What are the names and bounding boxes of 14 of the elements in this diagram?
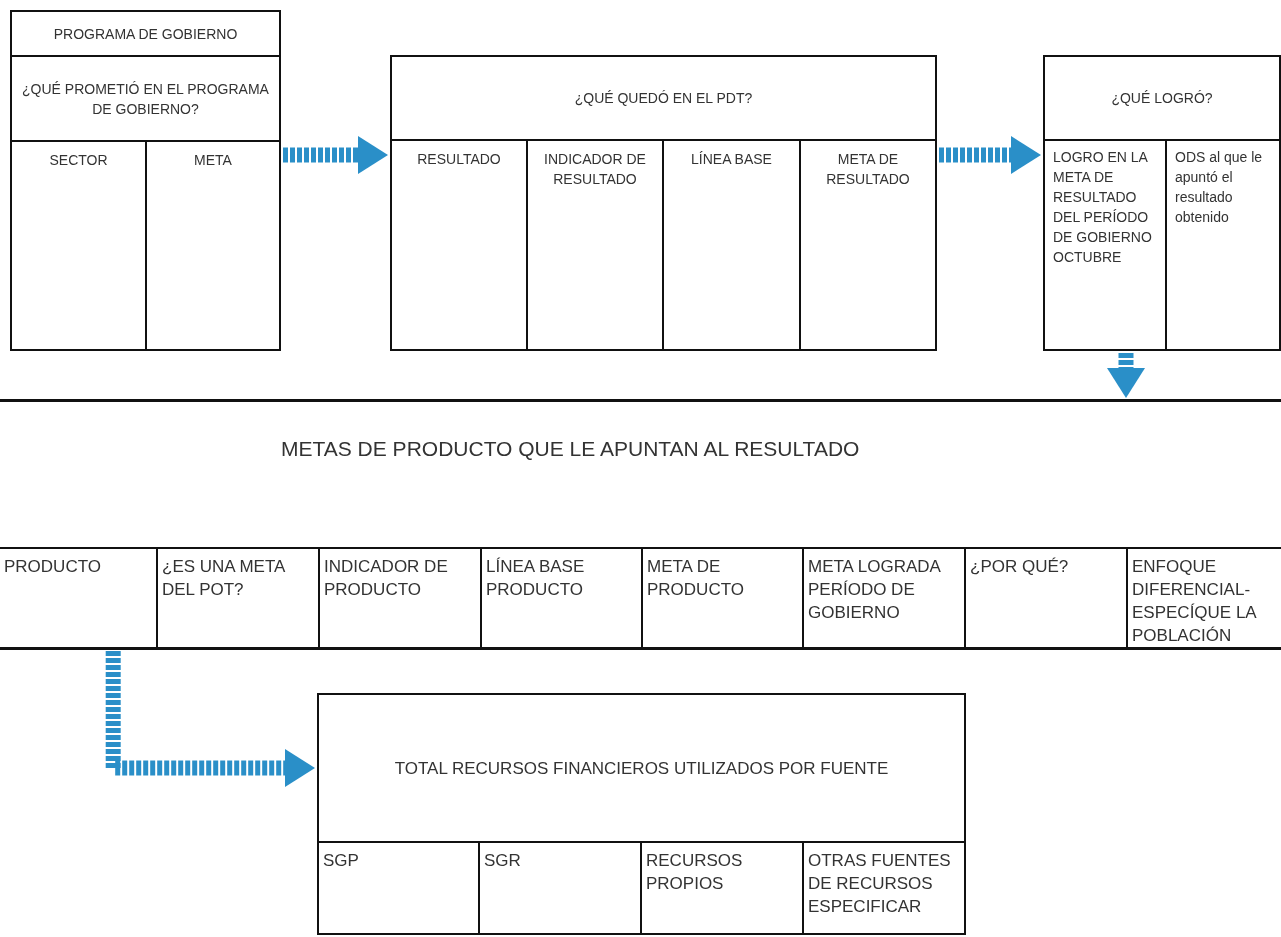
column-header: ¿POR QUÉ? <box>964 547 1128 649</box>
column-header: PRODUCTO <box>0 547 158 649</box>
column-header: LÍNEA BASE PRODUCTO <box>480 547 643 649</box>
section-heading: METAS DE PRODUCTO QUE LE APUNTAN AL RESULTADO <box>281 437 860 461</box>
arrow <box>283 136 388 174</box>
column-header: INDICADOR DE PRODUCTO <box>318 547 482 649</box>
column-header: ENFOQUE DIFERENCIAL- ESPECÍQUE LA POBLACIÓN <box>1126 547 1281 649</box>
arrow <box>939 136 1041 174</box>
arrow <box>1107 353 1145 398</box>
column-header: ¿ES UNA META DEL POT? <box>156 547 320 649</box>
column-header: META LOGRADA PERÍODO DE GOBIERNO <box>802 547 966 649</box>
section-band <box>0 399 1281 650</box>
column-header: META DE PRODUCTO <box>641 547 804 649</box>
arrow <box>105 651 315 787</box>
